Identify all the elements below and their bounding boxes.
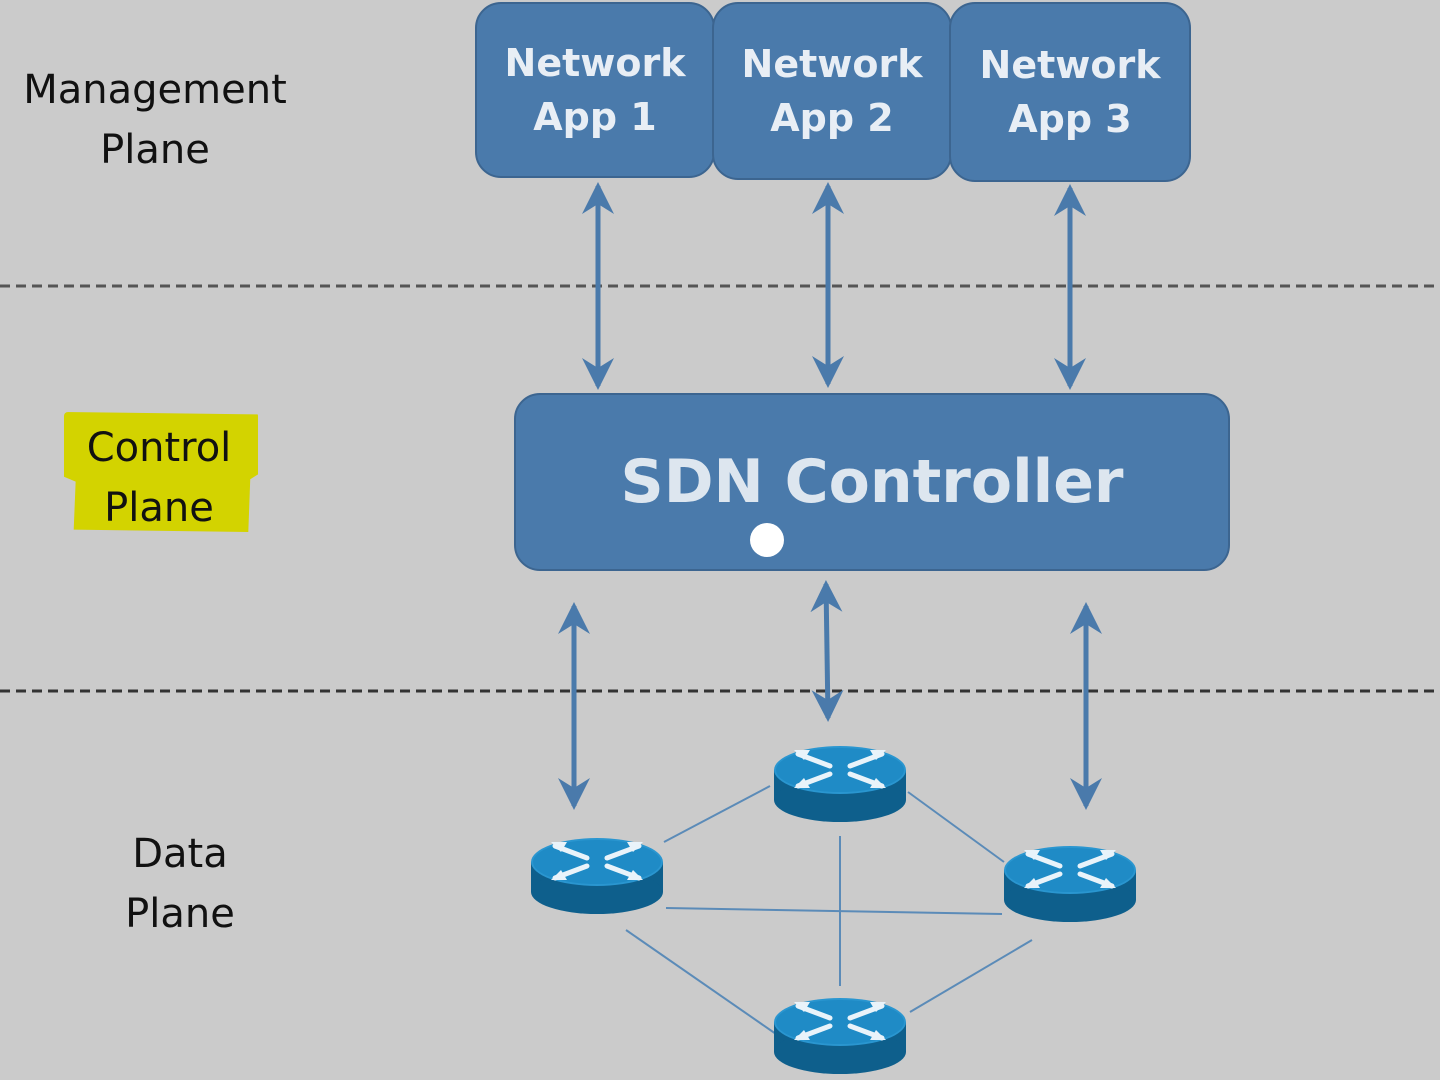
sdn-controller-box: SDN Controller [514, 393, 1230, 571]
router-icon-left [531, 838, 663, 914]
control-plane-label: Control Plane [86, 425, 232, 531]
network-app-2-label: Network App 2 [741, 42, 923, 140]
management-plane-label: Management Plane [23, 67, 287, 173]
arrow-controller-router-top [810, 580, 844, 722]
router-links [625, 785, 1033, 1035]
network-app-1-box: Network App 1 [475, 2, 715, 178]
sdn-controller-label: SDN Controller [620, 447, 1124, 517]
data-plane-label: Data Plane [125, 831, 235, 937]
pointer-dot [750, 523, 784, 557]
control-plane-highlight [64, 412, 258, 532]
router-icon-right [1004, 846, 1136, 922]
network-app-3-box: Network App 3 [949, 2, 1191, 182]
network-app-3-label: Network App 3 [979, 43, 1161, 141]
router-icon-top [774, 746, 906, 822]
network-app-2-box: Network App 2 [712, 2, 952, 180]
network-app-1-label: Network App 1 [504, 41, 686, 139]
router-icon-bottom [774, 998, 906, 1074]
